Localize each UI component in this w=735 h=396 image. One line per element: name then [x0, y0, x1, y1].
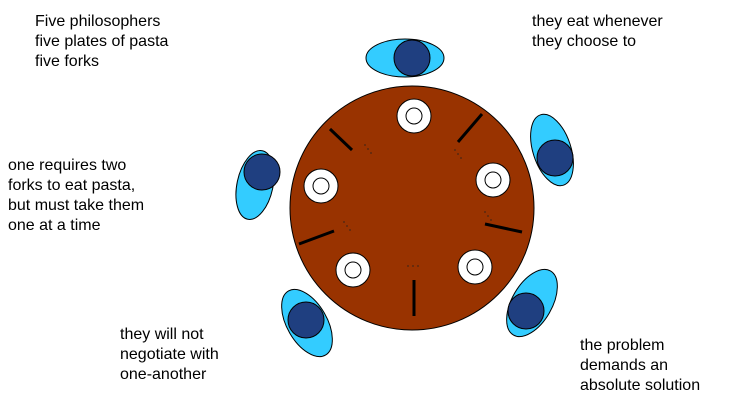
eating-note: they eat whenever they choose to: [532, 12, 663, 52]
no-negotiation-note: they will not negotiate with one-another: [120, 325, 219, 385]
eating-line-1: they eat whenever: [532, 12, 663, 32]
plate-bottom-right: [458, 250, 492, 284]
philosopher-right: [522, 109, 581, 191]
setup-line-2: five plates of pasta: [35, 32, 168, 52]
setup-note: Five philosophers five plates of pasta f…: [35, 12, 168, 72]
solution-note: the problem demands an absolute solution: [580, 336, 700, 396]
plate-top: [397, 99, 431, 133]
forks-rule-line-3: but must take them: [8, 196, 144, 216]
forks-rule-line-4: one at a time: [8, 216, 144, 236]
forks-rule-line-1: one requires two: [8, 156, 144, 176]
philosopher-left: [230, 147, 280, 223]
setup-line-3: five forks: [35, 52, 168, 72]
solution-line-2: demands an: [580, 356, 700, 376]
no-negotiation-line-3: one-another: [120, 365, 219, 385]
plate-right: [476, 163, 510, 197]
no-negotiation-line-1: they will not: [120, 325, 219, 345]
solution-line-1: the problem: [580, 336, 700, 356]
solution-line-3: absolute solution: [580, 376, 700, 396]
forks-rule-line-2: forks to eat pasta,: [8, 176, 144, 196]
setup-line-1: Five philosophers: [35, 12, 168, 32]
plate-left: [304, 169, 338, 203]
forks-rule-note: one requires two forks to eat pasta, but…: [8, 156, 144, 236]
no-negotiation-line-2: negotiate with: [120, 345, 219, 365]
eating-line-2: they choose to: [532, 32, 663, 52]
philosopher-top: [366, 39, 444, 77]
plate-bottom-left: [336, 253, 370, 287]
